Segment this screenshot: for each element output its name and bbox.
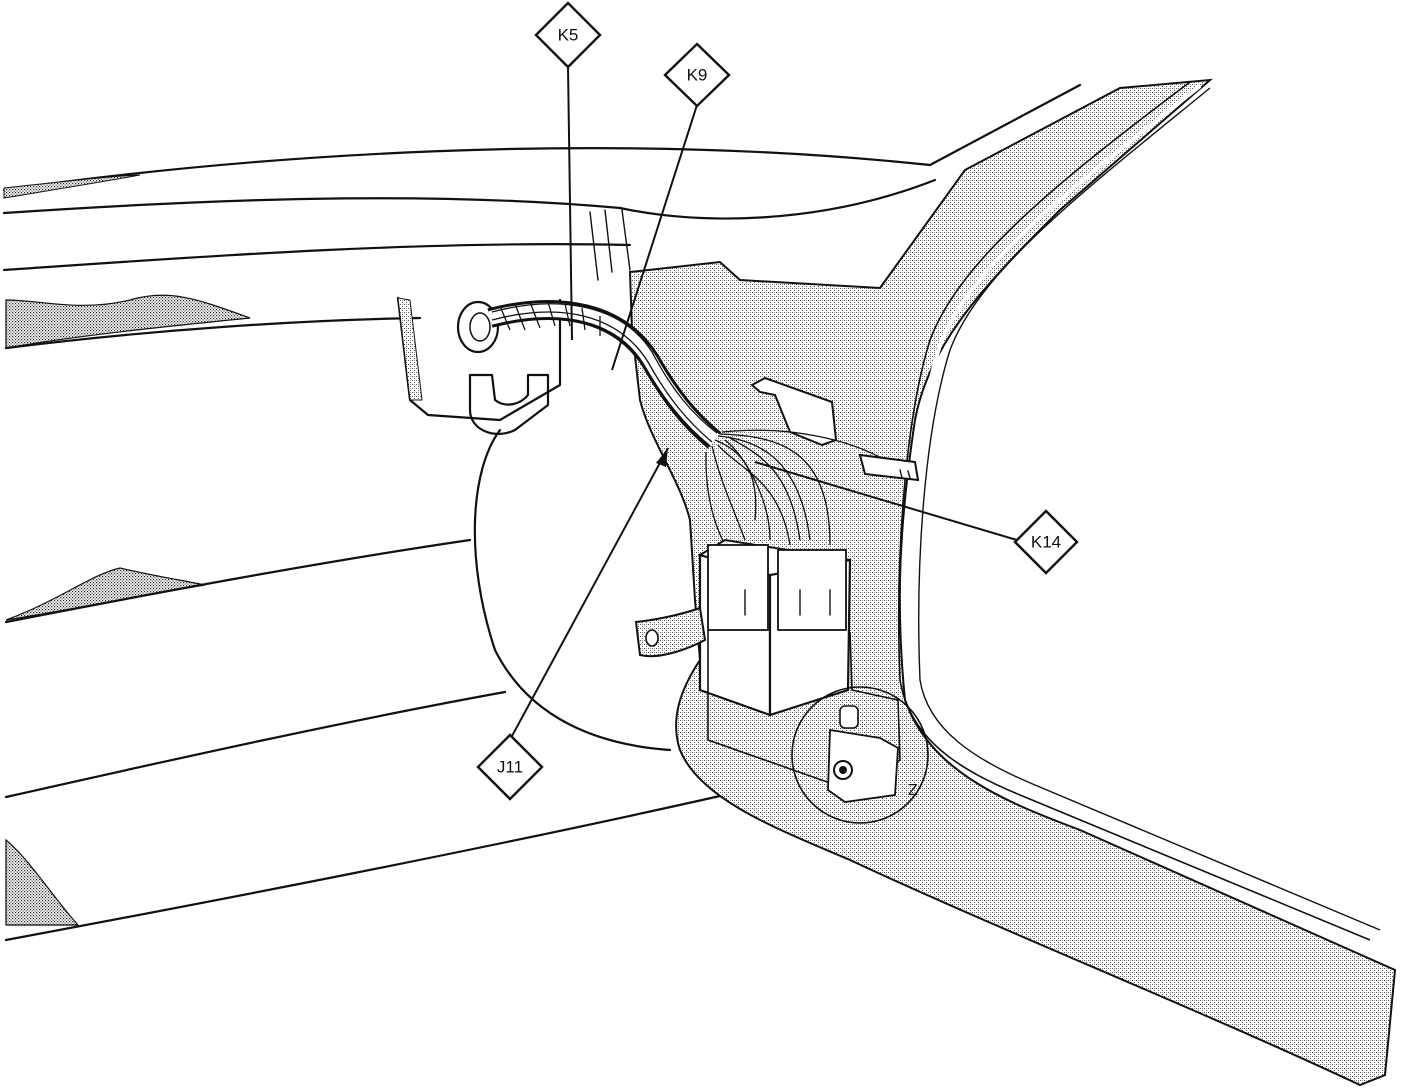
side-bracket-tab xyxy=(634,606,707,658)
wiring-harness xyxy=(487,300,920,546)
callout-k5: K5 xyxy=(534,1,602,69)
zone-z-detail: Z xyxy=(791,686,929,824)
body-panel-left xyxy=(2,83,1082,942)
connector-plug xyxy=(858,453,920,482)
leader-k5 xyxy=(567,65,573,341)
module-connector-right xyxy=(777,549,847,631)
svg-text:K9: K9 xyxy=(687,66,708,85)
leader-j11-arrow xyxy=(656,448,668,467)
grommet xyxy=(456,300,500,354)
pillar-panel xyxy=(628,78,1397,1087)
callout-k9: K9 xyxy=(663,42,731,108)
leader-j11 xyxy=(511,447,669,737)
callout-j11: J11 xyxy=(476,733,544,801)
shade-strip-mid xyxy=(5,294,251,349)
module-connector-left xyxy=(707,544,769,631)
svg-text:K5: K5 xyxy=(558,26,579,45)
shade-strip-low xyxy=(5,567,206,621)
hook-clip xyxy=(468,373,550,435)
shade-strip-bottom xyxy=(5,838,80,926)
svg-text:J11: J11 xyxy=(497,758,523,777)
pillar-window-cutout xyxy=(750,376,838,447)
control-module xyxy=(634,538,901,791)
leader-k14 xyxy=(754,461,1021,542)
callout-k14: K14 xyxy=(1013,509,1079,575)
svg-text:K14: K14 xyxy=(1031,533,1061,552)
zone-z-label: Z xyxy=(908,782,918,799)
leader-k9 xyxy=(611,104,698,371)
shade-strip-top xyxy=(3,174,141,199)
callout-leaders xyxy=(511,65,1021,737)
